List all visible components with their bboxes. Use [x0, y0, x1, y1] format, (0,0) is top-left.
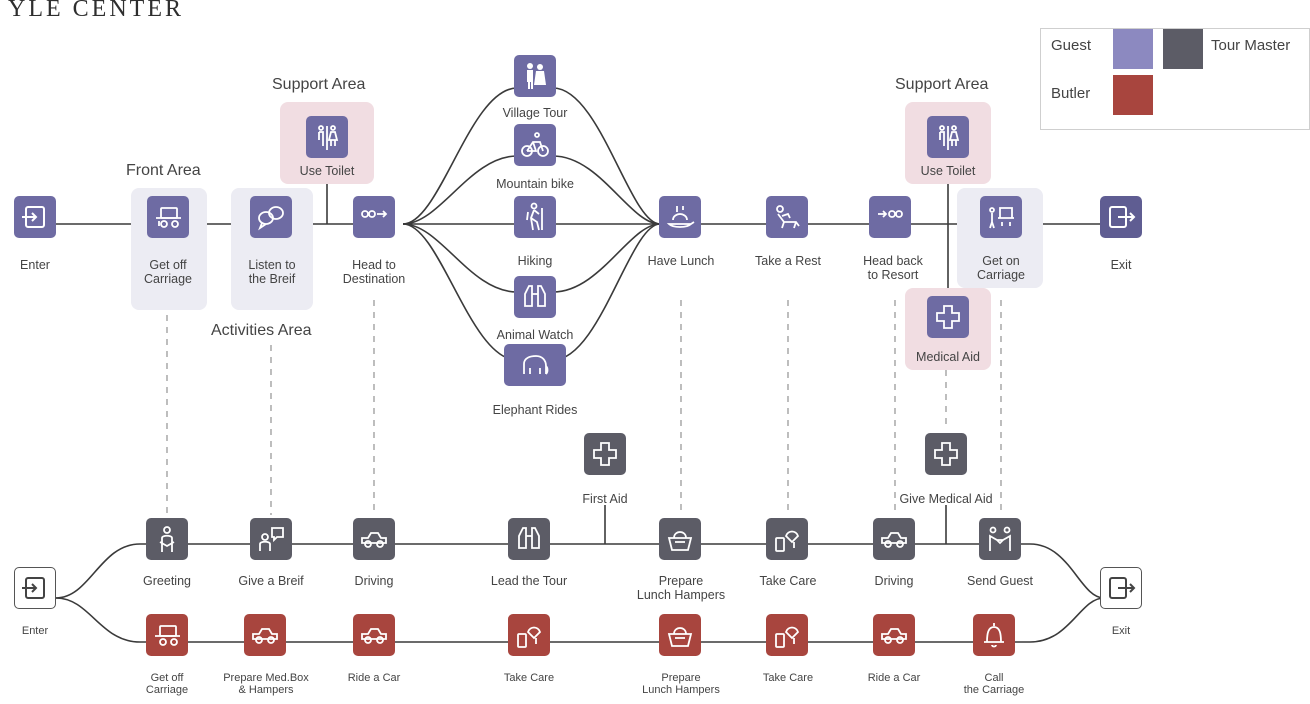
- butler-prepare-med-label: Prepare Med.Box & Hampers: [223, 672, 309, 696]
- guest-enter-icon: [14, 196, 56, 238]
- guest-lunch-label: Have Lunch: [647, 254, 715, 268]
- legend-butler-label: Butler: [1051, 85, 1091, 102]
- tour-driving1-label: Driving: [354, 574, 394, 588]
- speaker-icon: [250, 518, 292, 560]
- butler-call-label: Call the Carriage: [963, 672, 1025, 696]
- staff-exit-label: Exit: [1111, 625, 1131, 637]
- butler-care-icon-2: [766, 614, 808, 656]
- staff-enter-label: Enter: [21, 625, 49, 637]
- guest-exit-label: Exit: [1110, 258, 1132, 272]
- guest-village-label: Village Tour: [502, 106, 568, 120]
- guest-animal-label: Animal Watch: [496, 328, 574, 342]
- car-icon: [353, 518, 395, 560]
- bell-icon: [973, 614, 1015, 656]
- guest-get-off-label: Get off Carriage: [144, 258, 192, 286]
- butler-ride1-label: Ride a Car: [347, 672, 401, 684]
- butler-ride-car-icon-2: [873, 614, 915, 656]
- butler-hamper-icon: [659, 614, 701, 656]
- legend-tour-master-swatch: [1163, 29, 1203, 69]
- guest-medical-label: Medical Aid: [916, 350, 980, 364]
- butler-care-icon: [508, 614, 550, 656]
- tour-give-medical-label: Give Medical Aid: [899, 492, 993, 506]
- support-area-right-label: Support Area: [895, 76, 989, 93]
- toilet-icon-right: [927, 116, 969, 158]
- toilet-icon: [306, 116, 348, 158]
- hiker-icon: [514, 196, 556, 238]
- staff-exit-icon: [1100, 567, 1142, 609]
- staff-enter-icon: [14, 567, 56, 609]
- guest-listen-label: Listen to the Breif: [248, 258, 296, 286]
- legend-tour-master-label: Tour Master: [1211, 37, 1291, 54]
- guest-elephant-label: Elephant Rides: [492, 403, 578, 417]
- guest-enter-label: Enter: [20, 258, 50, 272]
- butler-carriage-icon: [146, 614, 188, 656]
- tour-take-care-label: Take Care: [759, 574, 817, 588]
- support-area-left-label: Support Area: [272, 76, 366, 93]
- butler-ride-car-icon: [353, 614, 395, 656]
- elephant-icon: [504, 344, 566, 386]
- medical-cross-icon: [927, 296, 969, 338]
- butler-take-care1-label: Take Care: [503, 672, 555, 684]
- guest-toilet-right-label: Use Toilet: [920, 164, 976, 178]
- guest-hiking-label: Hiking: [517, 254, 553, 268]
- car-icon-2: [873, 518, 915, 560]
- activities-area-label: Activities Area: [211, 322, 312, 339]
- greeting-person-icon: [146, 518, 188, 560]
- butler-car-icon: [244, 614, 286, 656]
- legend-guest-swatch: [1113, 29, 1153, 69]
- tour-driving2-label: Driving: [874, 574, 914, 588]
- binoculars-icon: [514, 276, 556, 318]
- guest-exit-icon: [1100, 196, 1142, 238]
- tour-send-guest-label: Send Guest: [966, 574, 1034, 588]
- tour-give-brief-label: Give a Breif: [238, 574, 304, 588]
- butler-prepare-lunch-label: Prepare Lunch Hampers: [642, 672, 720, 696]
- butler-ride2-label: Ride a Car: [867, 672, 921, 684]
- guest-get-on-label: Get on Carriage: [977, 254, 1025, 282]
- butler-get-off-label: Get off Carriage: [145, 672, 189, 696]
- guest-head-to-label: Head to Destination: [342, 258, 406, 286]
- head-arrow-icon: [353, 196, 395, 238]
- first-aid-icon: [584, 433, 626, 475]
- speech-bubbles-icon: [250, 196, 292, 238]
- hamper-icon: [659, 518, 701, 560]
- guest-rest-label: Take a Rest: [754, 254, 822, 268]
- front-area-label: Front Area: [126, 162, 201, 179]
- give-medical-icon: [925, 433, 967, 475]
- legend: Guest Tour Master Butler: [1040, 28, 1310, 130]
- recliner-icon: [766, 196, 808, 238]
- carriage-icon: [147, 196, 189, 238]
- tour-greeting-label: Greeting: [143, 574, 191, 588]
- lunch-icon: [659, 196, 701, 238]
- carriage-board-icon: [980, 196, 1022, 238]
- handshake-icon: [979, 518, 1021, 560]
- village-people-icon: [514, 55, 556, 97]
- tour-first-aid-label: First Aid: [582, 492, 628, 506]
- page-title: YLE CENTER: [8, 0, 184, 22]
- guest-bike-label: Mountain bike: [496, 177, 574, 191]
- tour-prepare-lunch-label: Prepare Lunch Hampers: [636, 574, 726, 602]
- guest-head-back-label: Head back to Resort: [863, 254, 923, 282]
- guest-toilet-left-label: Use Toilet: [299, 164, 355, 178]
- care-icon: [766, 518, 808, 560]
- lead-binoculars-icon: [508, 518, 550, 560]
- butler-take-care2-label: Take Care: [762, 672, 814, 684]
- legend-butler-swatch: [1113, 75, 1153, 115]
- head-back-arrow-icon: [869, 196, 911, 238]
- legend-guest-label: Guest: [1051, 37, 1092, 54]
- tour-lead-label: Lead the Tour: [490, 574, 568, 588]
- bicycle-icon: [514, 124, 556, 166]
